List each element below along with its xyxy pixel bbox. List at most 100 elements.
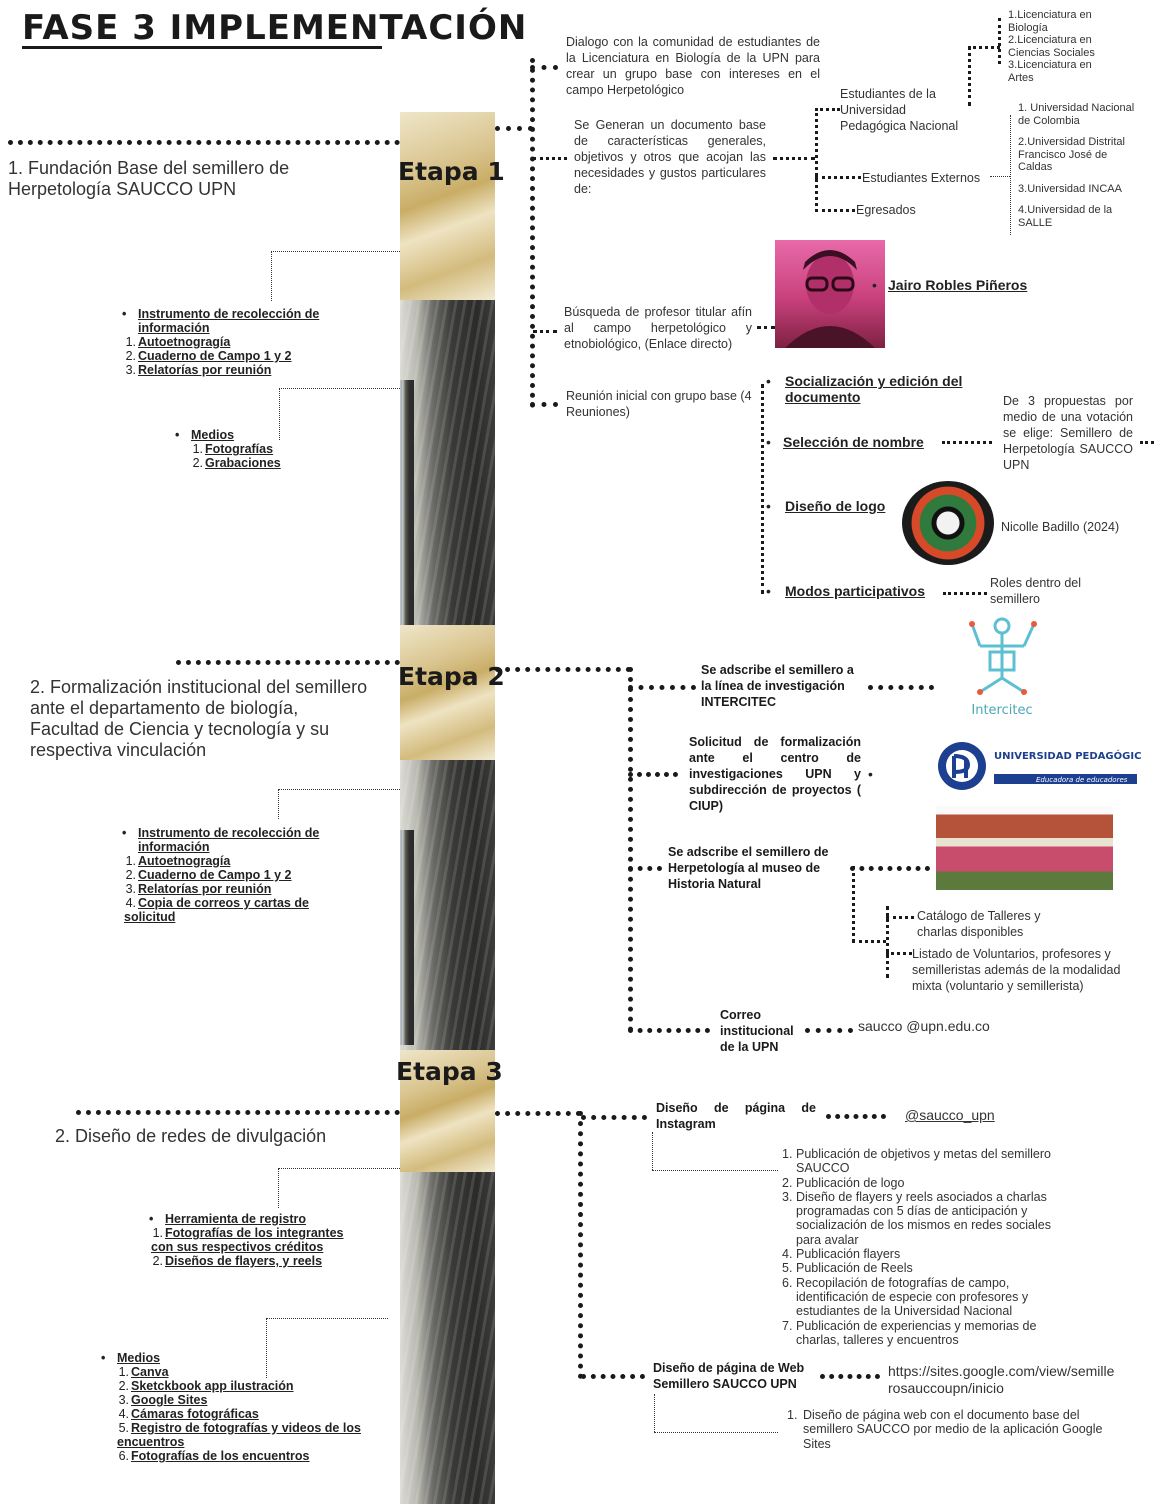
texture-gold-1 (400, 112, 495, 300)
connector-lic-b (968, 46, 1000, 49)
list-item: 4.Universidad de la SALLE (1018, 204, 1113, 229)
instrument-list-1: Instrumento de recolección de informació… (122, 307, 348, 377)
stage-item-2-num: 2. (30, 677, 46, 697)
professor-name: Jairo Robles Piñeros (888, 277, 1028, 293)
connector-modos (943, 592, 987, 595)
connector-thin-3d (266, 1318, 267, 1378)
stage-item-3-text: Diseño de redes de divulgación (75, 1126, 327, 1146)
list-item: 1.Autoetnogragía (125, 854, 231, 868)
connector-thin-2a (278, 789, 400, 790)
connector-upn (815, 108, 840, 111)
search-text: Búsqueda de profesor titular afín al cam… (564, 305, 752, 351)
list-item: 4.Cámaras fotográficas (118, 1407, 259, 1421)
medios-heading-1: Medios (191, 428, 311, 442)
stage-label-2: Etapa 2 (398, 662, 505, 691)
connector-e2-spine (628, 667, 633, 1032)
medios-list-1: Medios 1.Fotografías 2.Grabaciones (191, 428, 311, 470)
connector-thin-1b (271, 251, 272, 301)
alumni: Egresados (856, 203, 916, 217)
intercitec-logo-label: Intercitec (971, 703, 1032, 718)
list-item: 2.Cuaderno de Campo 1 y 2 (125, 349, 292, 363)
connector-e3-stem (495, 1111, 581, 1116)
list-item: 5.Registro de fotografías y videos de lo… (117, 1421, 361, 1449)
saucco-logo-image (902, 481, 994, 565)
connector-left-3 (76, 1110, 400, 1115)
connector-thin-3a (278, 1168, 400, 1169)
instrument-heading-1: Instrumento de recolección de informació… (122, 307, 348, 335)
connector-groups-spine (815, 108, 818, 212)
connector-doc-out (773, 157, 815, 160)
stage-label-3: Etapa 3 (396, 1057, 503, 1086)
herramienta-heading-3: Herramienta de registro (149, 1212, 365, 1226)
dialog-text: Dialogo con la comunidad de estudiantes … (566, 35, 820, 97)
connector-e3-instagram (581, 1115, 647, 1120)
texture-gold-2 (400, 625, 495, 760)
connector-e2-c (628, 866, 662, 871)
connector-e2-stem (495, 667, 631, 672)
list-item: 1.Autoetnogragía (125, 335, 231, 349)
sub-bullet: • (766, 373, 771, 389)
email-label: Correo institucional de la UPN (720, 1008, 794, 1054)
sub-item-logo: Diseño de logo (785, 498, 886, 514)
website-url[interactable]: https://sites.google.com/view/semilleros… (888, 1363, 1115, 1396)
list-item: 3.Relatorías por reunión (125, 882, 272, 896)
connector-e2-a (628, 685, 696, 690)
connector-e1-dialog (530, 65, 558, 70)
connector-web-out (820, 1374, 880, 1379)
connector-catalogo (886, 916, 914, 919)
connector-uni-b (1010, 115, 1011, 235)
instagram-post-list: 1.Publicación de objetivos y metas del s… (782, 1147, 1077, 1347)
meeting-text: Reunión inicial con grupo base (4 Reunio… (566, 389, 752, 419)
intercitec-text: Se adscribe el semillero a la línea de i… (701, 663, 854, 709)
sub-bullet: • (766, 498, 771, 514)
list-item: 3.Relatorías por reunión (125, 363, 272, 377)
stage-item-1-text: Fundación Base del semillero de Herpetol… (8, 158, 290, 199)
upn-logo: UNIVERSIDAD PEDAGÓGICA NACIONAL Educador… (936, 740, 1156, 792)
list-item: 4.Publicación flayers (782, 1247, 901, 1262)
connector-left-2 (176, 660, 400, 665)
logo-credit: Nicolle Badillo (2024) (1001, 520, 1120, 534)
museum-photo (936, 806, 1113, 890)
connector-e2-d (628, 1028, 710, 1033)
connector-nombre (942, 441, 992, 444)
stage-item-3: 2. Diseño de redes de divulgación (55, 1126, 395, 1147)
stage-item-2-text: Formalización institucional del semiller… (30, 677, 368, 760)
texture-dark-1 (400, 300, 495, 630)
solicitud-bullet: • (868, 766, 873, 782)
connector-intercitec-out (868, 685, 934, 690)
herramienta-list-3: Herramienta de registro 1.Fotografías de… (149, 1212, 365, 1268)
instagram-handle[interactable]: @saucco_upn (905, 1107, 995, 1123)
list-item: 5.Publicación de Reels (782, 1261, 913, 1276)
list-item: 2.Publicación de logo (782, 1175, 905, 1190)
name-proposals: De 3 propuestas por medio de una votació… (1003, 394, 1133, 472)
list-item: 1.Canva (118, 1365, 169, 1379)
connector-email (805, 1028, 853, 1033)
medios-heading-3: Medios (117, 1351, 367, 1365)
connector-thin-1d (279, 388, 280, 440)
professor-photo (775, 240, 885, 348)
connector-left-1 (8, 140, 400, 145)
connector-webdesc-a (654, 1394, 655, 1432)
university-list: 1. Universidad Nacional de Colombia 2.Un… (1018, 102, 1138, 229)
volunteer-text: Listado de Voluntarios, profesores y sem… (912, 947, 1121, 993)
connector-lic-c (998, 18, 1001, 64)
web-description: 1. Diseño de página web con el documento… (787, 1408, 1103, 1451)
list-item: 1.Licenciatura en Biología (1008, 9, 1092, 34)
connector-thin-1a (271, 251, 400, 252)
list-item: 6.Recopilación de fotografías de campo, … (782, 1275, 1029, 1319)
texture-blue-2 (400, 830, 414, 1045)
sub-item-nombre: Selección de nombre (783, 434, 924, 450)
list-item: 2.Diseños de flayers, y reels (152, 1254, 323, 1268)
instagram-text: Diseño de página de Instagram (656, 1101, 816, 1131)
medios-list-3: Medios 1.Canva 2.Sketckbook app ilustrac… (117, 1351, 367, 1463)
list-item: 1.Fotografías de los integrantes con sus… (151, 1226, 344, 1254)
connector-search-out (757, 326, 775, 329)
sub-item-socializacion: Socialización y edición del documento (785, 373, 963, 405)
list-item: 2.Sketckbook app ilustración (118, 1379, 294, 1393)
email-address[interactable]: saucco @upn.edu.co (858, 1018, 990, 1034)
list-item: 1.Fotografías (192, 442, 274, 456)
texture-blue-1 (400, 380, 414, 630)
connector-e2-b (628, 772, 678, 777)
professor-bullet: • (872, 277, 877, 293)
sub-bullet: • (766, 583, 771, 599)
